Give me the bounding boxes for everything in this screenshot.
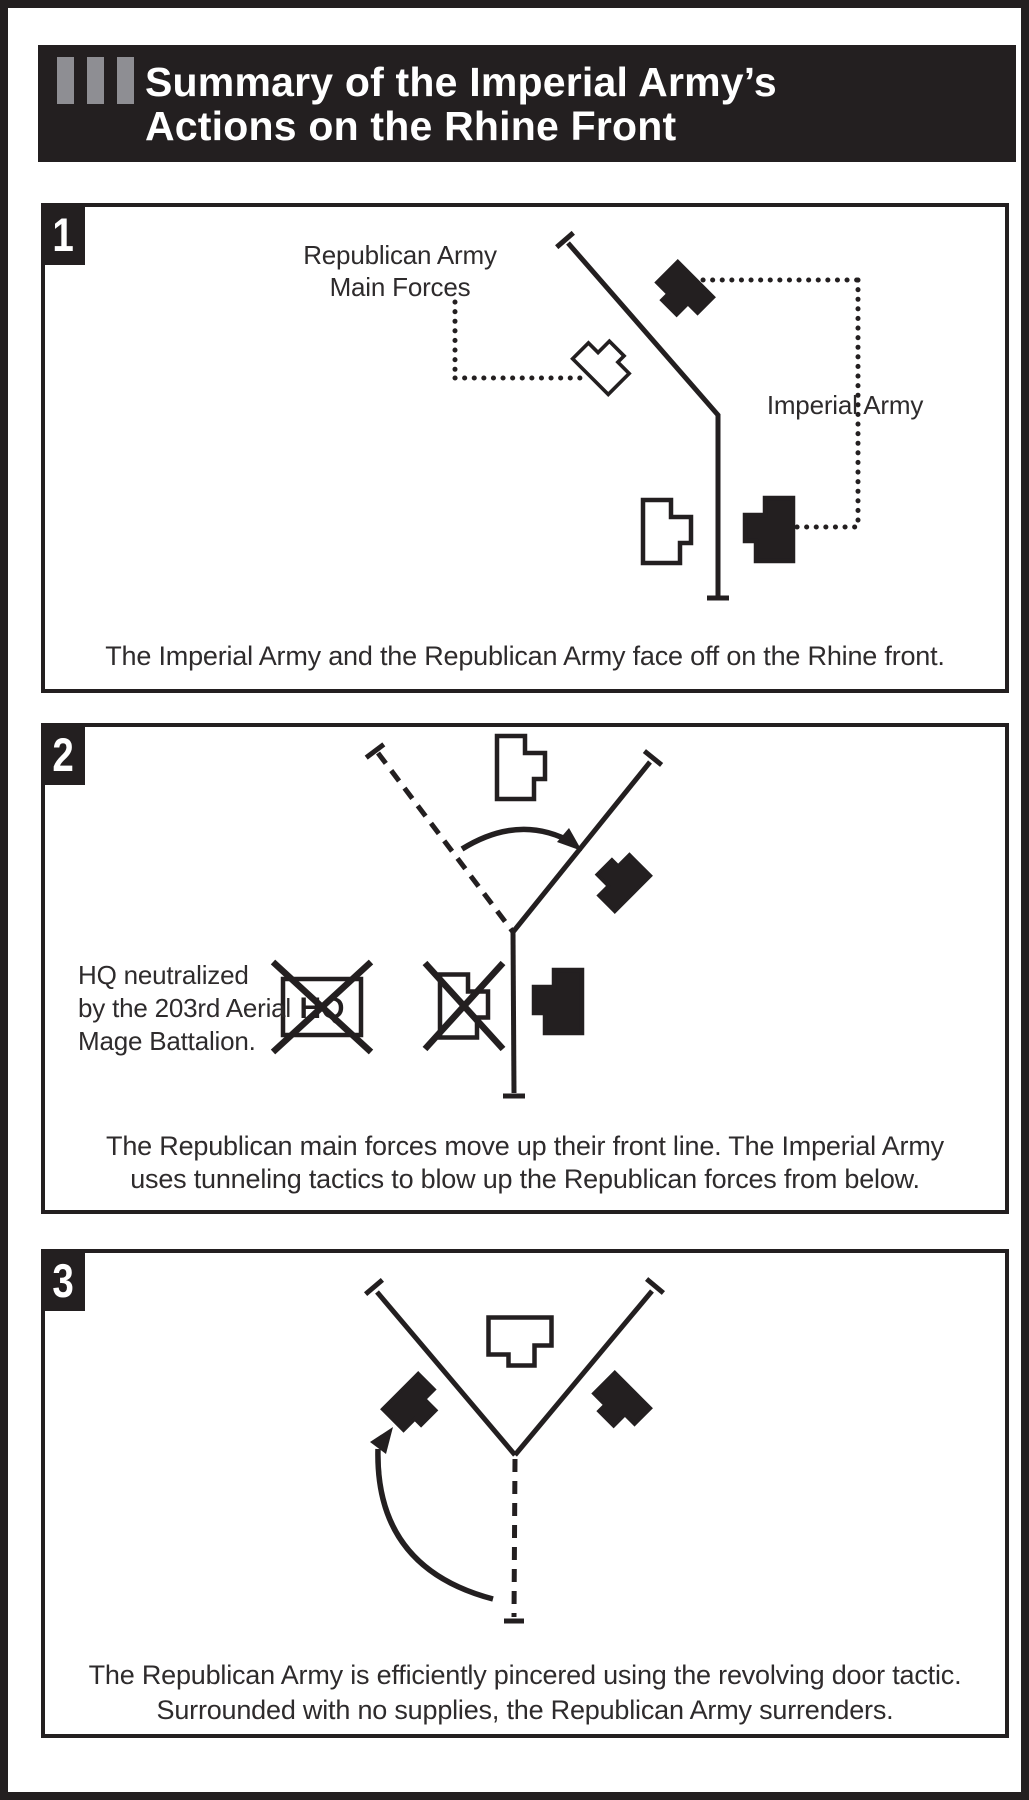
panel-2: 2 HQ — [41, 723, 1009, 1214]
title-bar-stripe — [87, 57, 104, 104]
panel-1-caption: The Imperial Army and the Republican Arm… — [45, 640, 1005, 673]
title-bar-stripe — [57, 57, 74, 104]
hq-cross-icon — [270, 959, 374, 1055]
panel-2-caption-line1: The Republican main forces move up their… — [106, 1131, 944, 1161]
hq-neutralized-note: HQ neutralized by the 203rd Aerial Mage … — [78, 959, 408, 1058]
old-front-line-dashed — [376, 751, 515, 934]
republican-unit-icon — [570, 329, 638, 397]
rotation-arrow — [460, 826, 575, 852]
destroyed-unit-cross-icon — [422, 960, 506, 1052]
title-bars-icon — [57, 57, 134, 104]
new-front-line — [511, 760, 652, 934]
pincer-line-left — [375, 1290, 517, 1457]
panel-2-caption: The Republican main forces move up their… — [45, 1130, 1005, 1196]
panel-2-number: 2 — [52, 727, 74, 781]
hq-note-line3: Mage Battalion. — [78, 1026, 256, 1056]
pincer-line-right — [513, 1289, 654, 1457]
panel-3-caption: The Republican Army is efficiently pince… — [45, 1658, 1005, 1728]
page-title: Summary of the Imperial Army’s Actions o… — [145, 60, 777, 148]
front-line — [566, 241, 721, 596]
page-title-line1: Summary of the Imperial Army’s — [145, 59, 777, 105]
imperial-unit-icon — [648, 259, 716, 327]
panel-3-number: 3 — [52, 1253, 74, 1307]
republican-unit-icon — [643, 500, 691, 563]
title-bar: Summary of the Imperial Army’s Actions o… — [38, 45, 1016, 162]
republican-unit-icon — [489, 1318, 552, 1366]
republican-army-label: Republican Army Main Forces — [250, 239, 550, 303]
republican-unit-icon — [497, 736, 545, 799]
title-bar-stripe — [117, 57, 134, 104]
revolving-door-arrowhead — [370, 1427, 393, 1454]
panel-1-number-badge: 1 — [41, 203, 85, 265]
front-line-lower — [510, 931, 517, 1094]
panel-1-diagram — [452, 230, 861, 601]
hq-note-line1: HQ neutralized — [78, 960, 249, 990]
republican-army-label-line2: Main Forces — [329, 272, 471, 302]
imperial-unit-icon — [534, 970, 582, 1033]
panel-3-caption-line2: Surrounded with no supplies, the Republi… — [156, 1695, 894, 1725]
imperial-army-label: Imperial Army — [766, 390, 924, 420]
revolving-door-arrow — [375, 1448, 494, 1602]
old-front-line-top-tick — [364, 742, 386, 760]
panel-3-number-badge: 3 — [41, 1249, 85, 1311]
republican-army-label-line1: Republican Army — [303, 240, 497, 270]
pincer-line-left-tick — [363, 1277, 385, 1297]
panel-2-number-badge: 2 — [41, 723, 85, 785]
panel-1-caption-line1: The Imperial Army and the Republican Arm… — [105, 641, 945, 671]
panel-2-diagram: HQ — [270, 727, 664, 1099]
imperial-unit-icon — [380, 1371, 448, 1439]
imperial-unit-icon — [585, 846, 653, 914]
new-front-line-top-tick — [642, 749, 664, 767]
panel-1-number: 1 — [52, 207, 74, 261]
old-front-line-dashed — [511, 1458, 518, 1618]
hq-box — [280, 976, 364, 1038]
panel-3: 3 The Republican Army is efficiently pin… — [41, 1249, 1009, 1738]
panel-2-caption-line2: uses tunneling tactics to blow up the Re… — [130, 1164, 920, 1194]
panel-1: 1 Republican Army Main Forces — [41, 203, 1009, 693]
pincer-line-right-tick — [644, 1277, 666, 1295]
imperial-unit-icon — [745, 498, 793, 561]
page-title-line2: Actions on the Rhine Front — [145, 103, 677, 149]
front-line-top-tick — [555, 230, 575, 250]
panel-3-diagram — [363, 1277, 666, 1624]
hq-note-line2: by the 203rd Aerial — [78, 993, 292, 1023]
rotation-arrowhead — [557, 828, 582, 851]
panel-3-caption-line1: The Republican Army is efficiently pince… — [88, 1660, 962, 1690]
imperial-unit-icon — [585, 1370, 653, 1438]
